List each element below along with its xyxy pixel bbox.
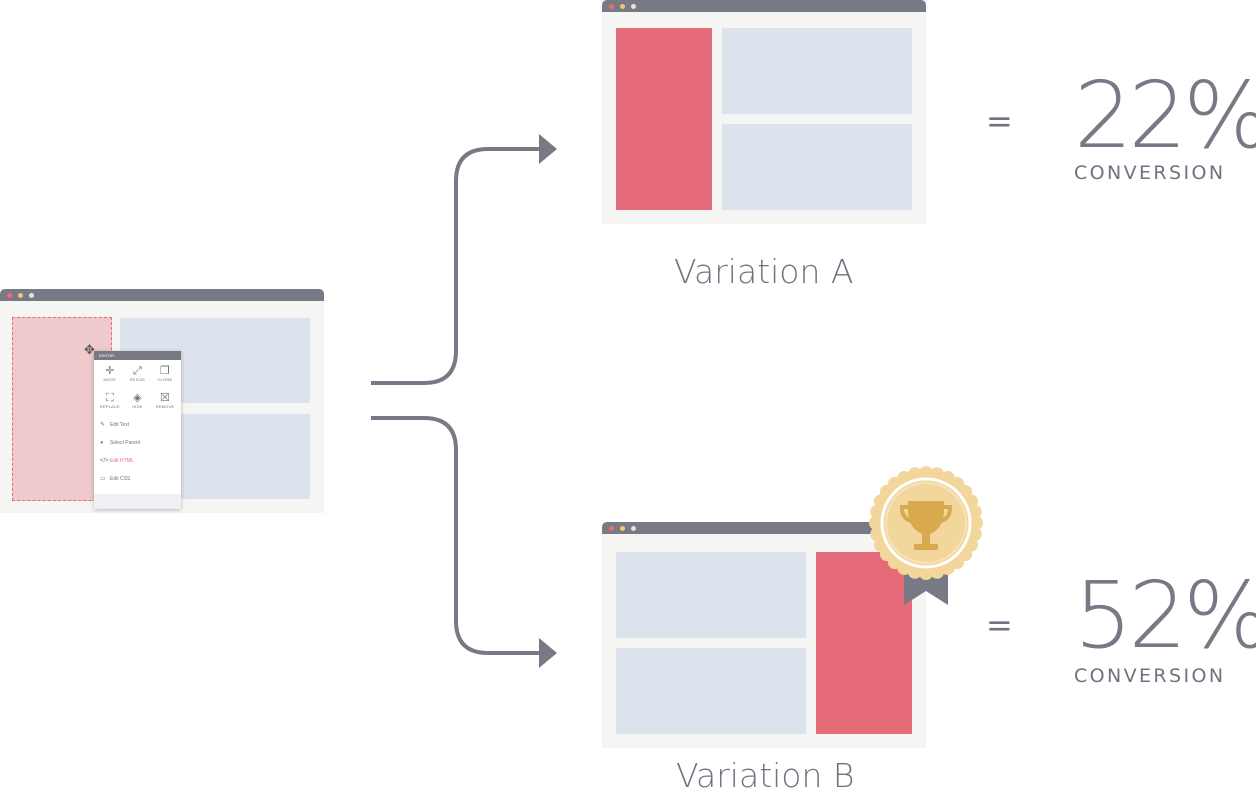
clone-action-label: CLONE xyxy=(157,377,173,382)
css-icon: ▭ xyxy=(100,476,106,482)
source-window-titlebar xyxy=(0,289,324,301)
variation-a-equals: = xyxy=(986,102,1013,140)
move-cursor-icon: ✥ xyxy=(84,342,95,357)
resize-action-label: RESIZE xyxy=(129,377,146,382)
maximize-dot xyxy=(631,4,636,9)
remove-action[interactable]: ☒ REMOVE xyxy=(151,392,179,410)
variation-b-metric: CONVERSION xyxy=(1074,665,1226,687)
resize-action[interactable]: ⤢ RESIZE xyxy=(124,365,152,383)
minimize-dot xyxy=(18,293,23,298)
resize-icon: ⤢ xyxy=(132,365,142,377)
variation-b-equals: = xyxy=(986,606,1013,644)
pencil-icon: ✎ xyxy=(100,422,106,428)
remove-icon: ☒ xyxy=(160,392,170,404)
html-icon: </> xyxy=(100,458,109,464)
variation-a-block-bottom xyxy=(722,124,912,210)
variation-b-label: Variation B xyxy=(676,756,855,795)
variation-b-block-bottom xyxy=(616,648,806,734)
move-icon: ✛ xyxy=(105,365,115,377)
arrow-to-variation-a xyxy=(371,147,540,385)
variation-a-highlight-block xyxy=(616,28,712,210)
select-parent-row[interactable]: ● Select Parent xyxy=(100,439,140,448)
variation-b-block-top xyxy=(616,552,806,638)
maximize-dot xyxy=(29,293,34,298)
hide-action[interactable]: ◈ HIDE xyxy=(124,392,152,410)
trophy-icon xyxy=(899,501,953,550)
close-dot xyxy=(609,4,614,9)
maximize-dot xyxy=(631,526,636,531)
remove-action-label: REMOVE xyxy=(155,404,175,409)
move-action-label: MOVE xyxy=(103,377,117,382)
edit-html-row[interactable]: </>Edit HTML xyxy=(100,457,134,466)
replace-action-label: REPLACE xyxy=(99,404,120,409)
edit-css-row[interactable]: ▭ Edit CSS xyxy=(100,475,130,484)
close-dot xyxy=(7,293,12,298)
select-parent-label: Select Parent xyxy=(110,440,141,446)
minimize-dot xyxy=(620,526,625,531)
edit-html-label: Edit HTML xyxy=(110,458,134,464)
hide-action-label: HIDE xyxy=(132,404,143,409)
user-icon: ● xyxy=(100,440,104,446)
clone-action[interactable]: ❐ CLONE xyxy=(151,365,179,383)
arrowhead-b xyxy=(539,638,557,668)
variation-a-block-top xyxy=(722,28,912,114)
replace-icon: ⛶ xyxy=(105,392,114,404)
move-action[interactable]: ✛ MOVE xyxy=(96,365,124,383)
arrowhead-a xyxy=(539,134,557,164)
variation-a-metric: CONVERSION xyxy=(1074,162,1226,184)
variation-a-label: Variation A xyxy=(674,252,854,291)
edit-css-label: Edit CSS xyxy=(110,476,131,482)
editor-popup-title: EDITOR xyxy=(94,351,181,360)
replace-action[interactable]: ⛶ REPLACE xyxy=(96,392,124,410)
minimize-dot xyxy=(620,4,625,9)
variation-b-highlight-block xyxy=(816,552,912,734)
hide-icon: ◈ xyxy=(133,392,142,404)
variation-b-window xyxy=(602,522,926,748)
variation-a-window xyxy=(602,0,926,224)
arrow-to-variation-b xyxy=(371,416,540,655)
variation-a-value: 22% xyxy=(1074,62,1256,169)
popup-footer xyxy=(94,494,181,509)
variation-b-value: 52% xyxy=(1074,562,1256,669)
winner-medal-icon xyxy=(869,466,983,605)
editor-popup: EDITOR ✛ MOVE ⤢ RESIZE ❐ CLONE ⛶ REPLACE… xyxy=(94,351,181,509)
clone-icon: ❐ xyxy=(160,365,170,377)
edit-text-label: Edit Text xyxy=(110,422,130,428)
variation-b-titlebar xyxy=(602,522,926,534)
edit-text-row[interactable]: ✎ Edit Text xyxy=(100,421,129,430)
close-dot xyxy=(609,526,614,531)
variation-a-titlebar xyxy=(602,0,926,12)
